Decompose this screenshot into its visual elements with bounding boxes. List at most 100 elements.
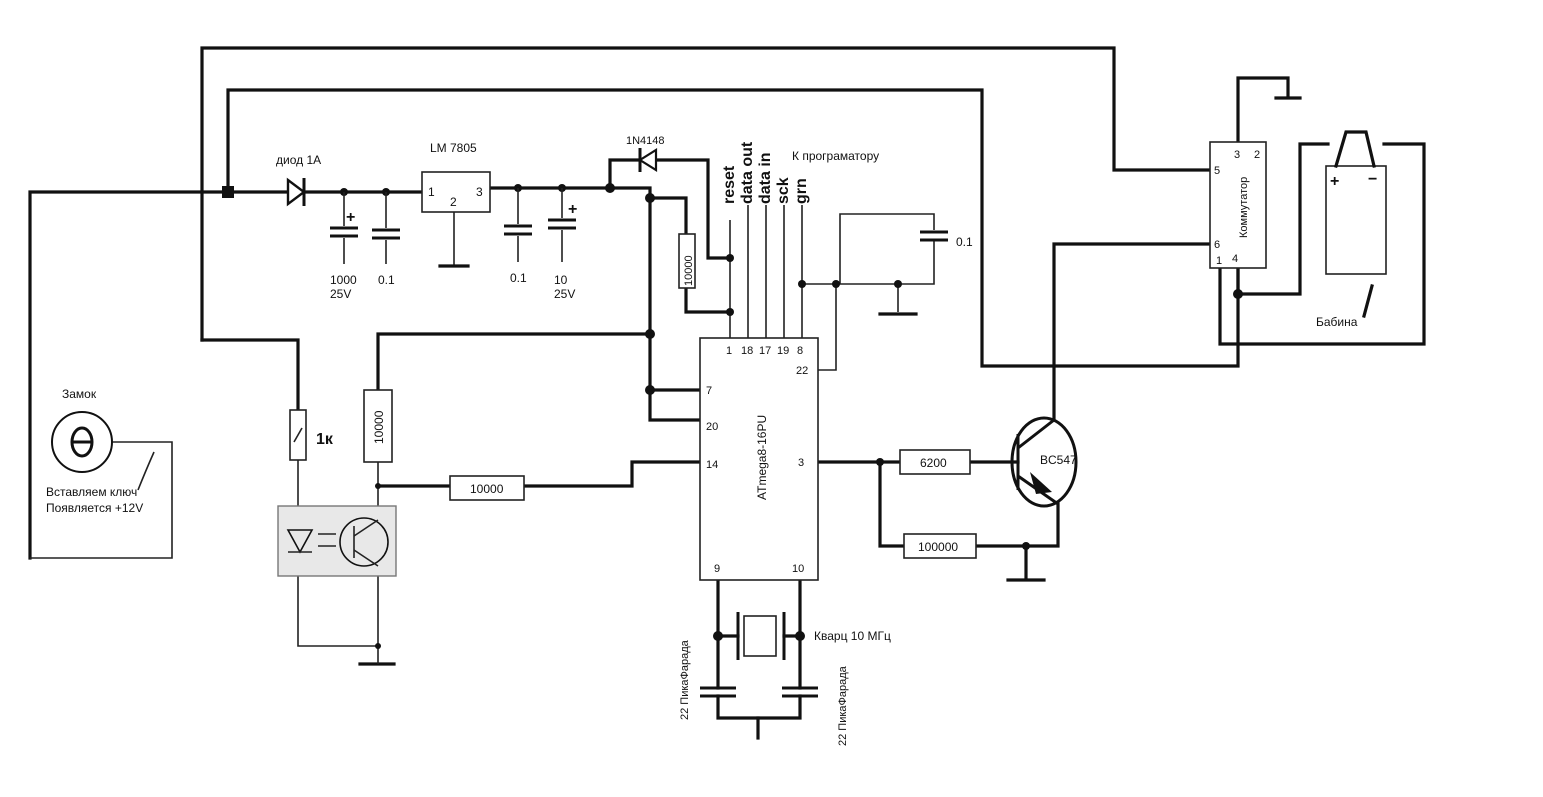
mcu-pin1: 1 xyxy=(726,345,732,357)
coil-minus: − xyxy=(1368,171,1377,188)
junction xyxy=(894,280,902,288)
res-10000-left-label: 10000 xyxy=(372,410,386,444)
reg-pin3: 3 xyxy=(476,185,483,199)
res-10000-mid: 10000 xyxy=(449,475,525,501)
ignition-lock: Замок Вставляем ключ Появляется +12V xyxy=(46,387,155,515)
prog-datain-label: data in xyxy=(757,152,774,204)
cap-10-voltage: 25V xyxy=(554,287,575,301)
wire-second-loop xyxy=(226,88,1240,368)
cap-01-a-value: 0.1 xyxy=(378,273,395,287)
junction xyxy=(726,308,734,316)
mcu-pin22: 22 xyxy=(796,365,808,377)
res-6200: 6200 xyxy=(899,449,971,475)
diode-1a-label: диод 1А xyxy=(276,153,321,167)
wire-collector xyxy=(1052,242,1212,422)
junction xyxy=(1022,542,1030,550)
wire-res-to-reset xyxy=(684,286,732,314)
regulator-label: LM 7805 xyxy=(430,141,477,155)
res-10000-left: 10000 xyxy=(363,389,393,463)
diode-1n4148: 1N4148 xyxy=(626,135,665,172)
junction-square xyxy=(222,186,234,198)
comm-pin1: 1 xyxy=(1216,255,1222,267)
junction xyxy=(605,183,615,193)
wire-coil-arrow xyxy=(1362,284,1374,318)
optocoupler xyxy=(277,505,397,577)
wire-vcc-rail xyxy=(608,186,702,422)
crystal-10mhz: Кварц 10 МГц xyxy=(736,612,891,660)
junction xyxy=(645,329,655,339)
commutator-label: Коммутатор xyxy=(1238,177,1250,238)
junction xyxy=(798,280,806,288)
cap-01-a: 0.1 xyxy=(372,192,400,287)
cap-22pf-left: 22 ПикаФарада xyxy=(679,639,736,720)
mcu-pin18: 18 xyxy=(741,345,753,357)
wire-vcc-res xyxy=(648,196,688,236)
mcu-pin14: 14 xyxy=(706,459,718,471)
wire-1n4148 xyxy=(608,158,642,190)
wire-lock-out xyxy=(30,441,173,559)
programmer-header: К програматору reset data out data in sc… xyxy=(721,141,879,204)
reg-pin1: 1 xyxy=(428,185,435,199)
wire-top-loop xyxy=(200,46,1212,342)
cap-22pf-right: 22 ПикаФарада xyxy=(782,665,849,746)
junction xyxy=(645,193,655,203)
crystal-label: Кварц 10 МГц xyxy=(814,629,891,643)
transistor-bc547: BC547 xyxy=(1010,416,1078,508)
wire-vcc-to-res xyxy=(376,332,652,392)
junction xyxy=(876,458,884,466)
lock-label: Замок xyxy=(62,387,97,401)
cap-01-c-value: 0.1 xyxy=(956,235,973,249)
res-10000-top-label: 10000 xyxy=(683,255,695,286)
mcu-pin17: 17 xyxy=(759,345,771,357)
transistor-label: BC547 xyxy=(1040,453,1077,467)
cap-1000uf: + 1000 25V xyxy=(330,192,358,301)
cap-22-left-label: 22 ПикаФарада xyxy=(679,639,691,720)
res-100000-label: 100000 xyxy=(918,540,958,554)
res-10000-top: 10000 xyxy=(678,233,696,289)
cap-1000-plus: + xyxy=(346,209,355,226)
diode-1a: диод 1А xyxy=(276,153,321,207)
prog-reset-label: reset xyxy=(721,165,738,204)
junction xyxy=(795,631,805,641)
programmer-label: К програматору xyxy=(792,149,879,163)
cap-01-b-value: 0.1 xyxy=(510,271,527,285)
wire-cap-top xyxy=(839,213,935,284)
res-100000: 100000 xyxy=(903,533,977,559)
comm-pin4: 4 xyxy=(1232,253,1238,265)
mcu-pin19: 19 xyxy=(777,345,789,357)
cap-1000-voltage: 25V xyxy=(330,287,351,301)
wire-left-rail xyxy=(200,338,300,412)
wire-1n4148-out xyxy=(654,158,732,260)
commutator: Коммутатор 3 2 5 6 1 4 xyxy=(1209,141,1267,269)
junction xyxy=(645,385,655,395)
mcu-label: ATmega8-16PU xyxy=(755,415,769,500)
junction xyxy=(713,631,723,641)
mcu-pin20: 20 xyxy=(706,421,718,433)
regulator-lm7805: LM 7805 1 2 3 xyxy=(421,141,491,213)
junction xyxy=(375,483,381,489)
lock-note-2: Появляется +12V xyxy=(46,501,143,515)
cap-01-c: 0.1 xyxy=(920,230,973,249)
res-6200-label: 6200 xyxy=(920,456,947,470)
cap-01-b: 0.1 xyxy=(504,188,532,285)
res-1k: 1к xyxy=(289,409,334,461)
coil-plus: + xyxy=(1330,173,1339,190)
wire-gnd-bus xyxy=(802,240,935,285)
wire-comm-pin4 xyxy=(1236,142,1330,296)
mcu-pin10: 10 xyxy=(792,563,804,575)
reg-pin2: 2 xyxy=(450,195,457,209)
junctions xyxy=(222,183,1243,649)
wire-comm-pin1 xyxy=(1218,142,1426,346)
mcu-pin3: 3 xyxy=(798,457,804,469)
mcu-pin9: 9 xyxy=(714,563,720,575)
mcu-pin7: 7 xyxy=(706,385,712,397)
junction xyxy=(726,254,734,262)
comm-pin5: 5 xyxy=(1214,165,1220,177)
res-10000-mid-label: 10000 xyxy=(470,482,504,496)
junction xyxy=(1233,289,1243,299)
cap-10uf: + 10 25V xyxy=(548,188,577,301)
mcu-atmega8: ATmega8-16PU 1 18 17 19 8 22 7 20 14 3 9… xyxy=(699,337,819,581)
junction xyxy=(375,643,381,649)
